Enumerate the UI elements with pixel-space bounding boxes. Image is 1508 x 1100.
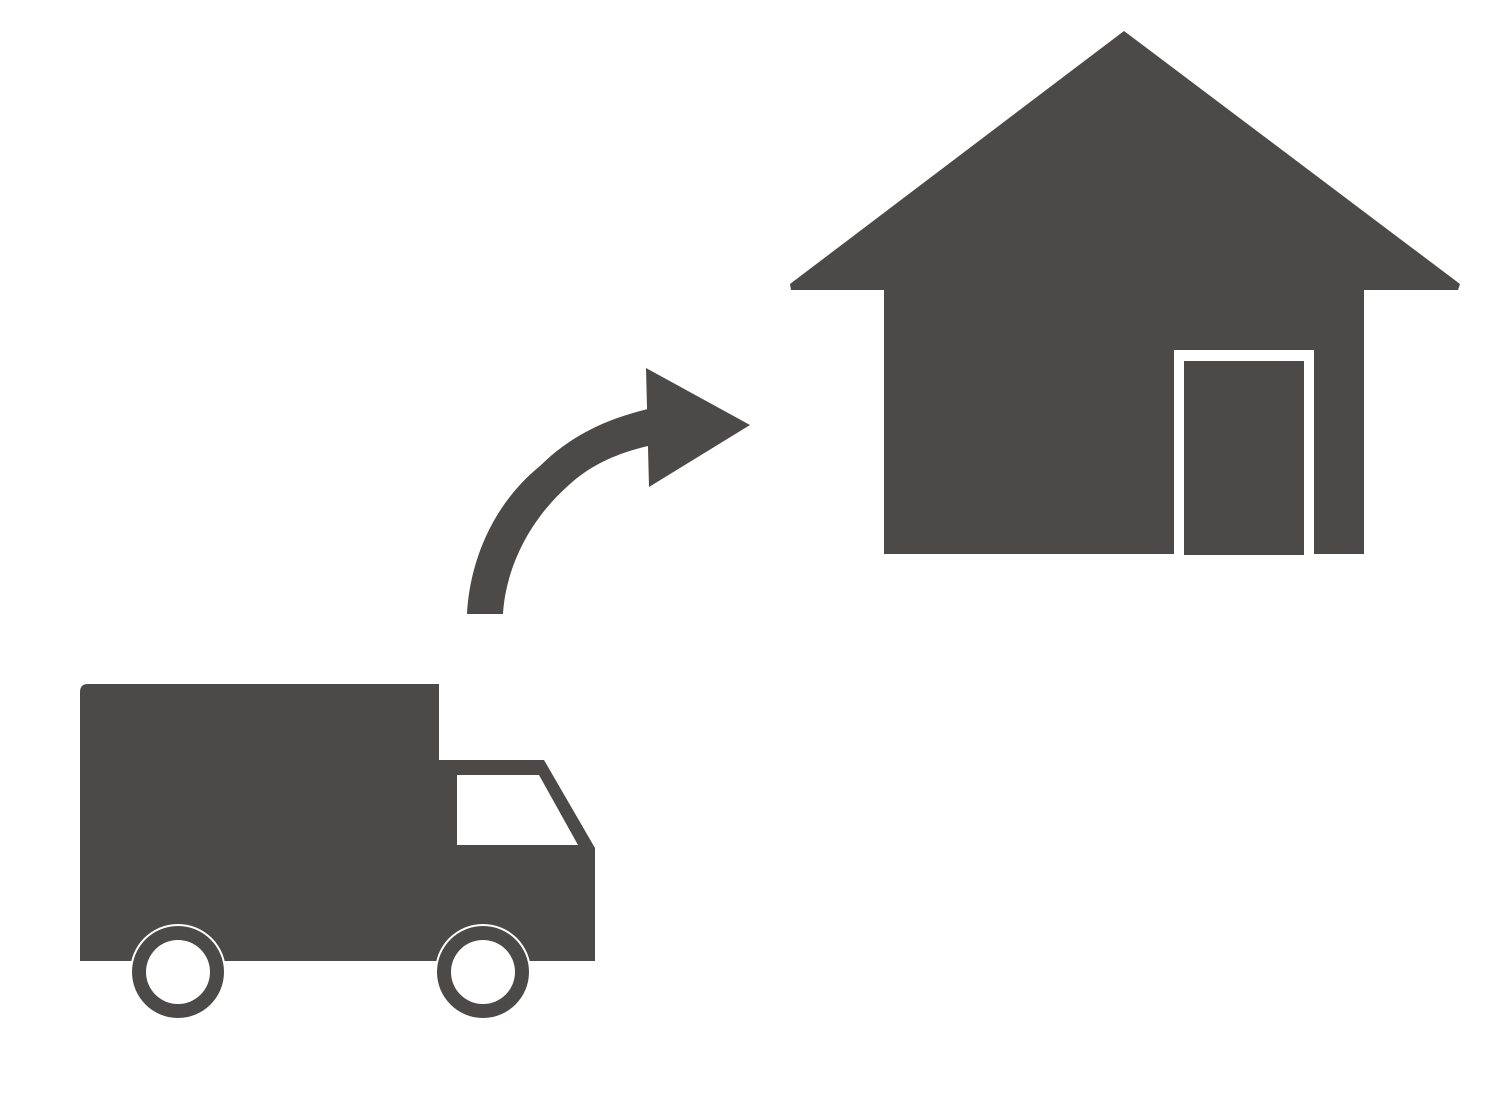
- truck-wheel-rear-hub: [146, 940, 210, 1004]
- truck-cargo-box: [80, 684, 439, 961]
- house-door: [1184, 361, 1304, 555]
- truck-window: [457, 775, 578, 845]
- house-body: [790, 31, 1460, 554]
- delivery-truck-icon: [80, 684, 595, 1020]
- truck-wheel-front-hub: [451, 940, 515, 1004]
- arrow-shaft: [467, 409, 648, 614]
- house-icon: [790, 31, 1460, 555]
- curved-arrow-icon: [467, 368, 750, 614]
- arrow-head: [646, 368, 750, 487]
